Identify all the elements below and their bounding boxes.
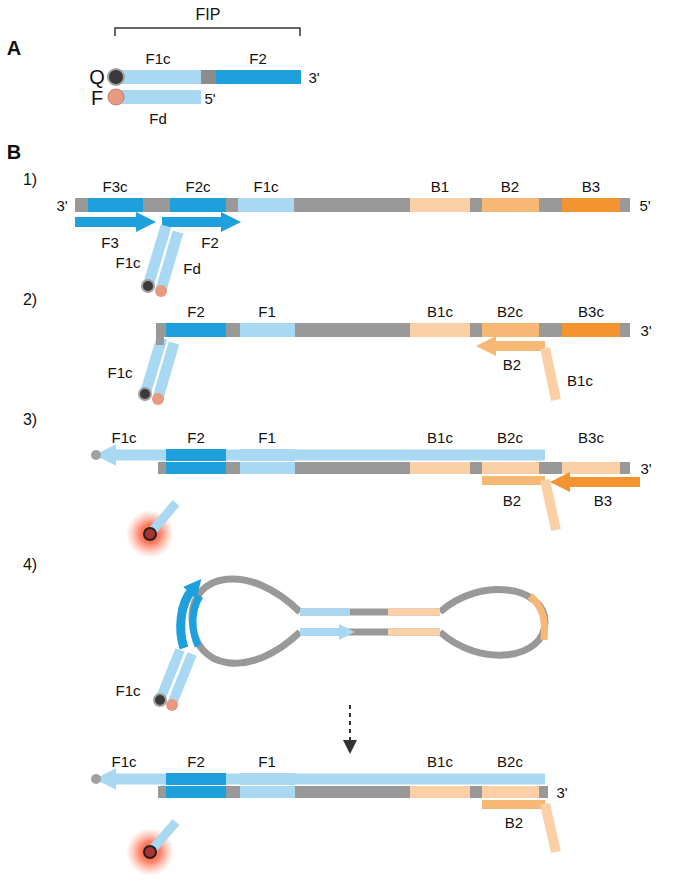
segment-label: B2 — [501, 179, 519, 194]
panel-letter: A — [7, 38, 21, 58]
segment-label: F1c — [111, 430, 136, 445]
segment-label: F1c — [107, 365, 132, 380]
segment-label: 3) — [23, 412, 37, 428]
segment-label: B2c — [497, 754, 523, 769]
segment-label: B2 — [503, 493, 521, 508]
segment-label: F — [91, 88, 103, 108]
step-3 — [91, 449, 640, 558]
step-4-product — [91, 773, 556, 876]
segment-label: 3' — [640, 461, 651, 476]
segment-label: B3c — [578, 430, 604, 445]
segment-label: B2 — [505, 815, 523, 830]
segment-label: B3c — [578, 304, 604, 319]
segment-label: B1c — [427, 430, 453, 445]
segment-label: F1c — [145, 51, 170, 66]
segment-label: B1 — [431, 179, 449, 194]
segment-label: F1c — [253, 179, 278, 194]
segment-label: 2) — [23, 292, 37, 308]
segment-label: 3' — [56, 198, 67, 213]
segment-label: F2 — [201, 235, 219, 250]
segment-label: B2 — [503, 357, 521, 372]
segment-label: Q — [89, 67, 105, 87]
segment-label: F2 — [187, 430, 205, 445]
segment-label: 3' — [640, 323, 651, 338]
segment-label: 5' — [204, 91, 215, 106]
segment-label: F1c — [111, 754, 136, 769]
segment-label: F1c — [115, 683, 140, 698]
segment-label: F1 — [258, 754, 276, 769]
segment-label: F3c — [102, 179, 127, 194]
panel-letter: B — [7, 142, 21, 162]
segment-label: F2 — [249, 51, 267, 66]
segment-label: Fd — [183, 261, 201, 276]
segment-label: F2c — [185, 179, 210, 194]
segment-label: 5' — [639, 198, 650, 213]
segment-label: F3 — [101, 235, 119, 250]
segment-label: F1c — [115, 255, 140, 270]
step-2 — [139, 323, 630, 405]
segment-label: F1 — [258, 304, 276, 319]
segment-label: B1c — [427, 754, 453, 769]
segment-label: 4) — [23, 557, 37, 573]
segment-label: B1c — [567, 373, 593, 388]
segment-label: F1 — [258, 430, 276, 445]
segment-label: B2c — [497, 430, 523, 445]
segment-label: 3' — [308, 70, 319, 85]
segment-label: 3' — [556, 785, 567, 800]
segment-label: F2 — [187, 754, 205, 769]
segment-label: B3 — [582, 179, 600, 194]
segment-label: 1) — [23, 172, 37, 188]
step-1 — [75, 198, 630, 297]
fip-probe — [108, 28, 301, 105]
segment-label: Fd — [149, 111, 167, 126]
step-4-dumbbell — [154, 579, 545, 754]
segment-label: F2 — [187, 304, 205, 319]
segment-label: B3 — [594, 493, 612, 508]
segment-label: B1c — [427, 304, 453, 319]
segment-label: FIP — [196, 7, 221, 23]
segment-label: B2c — [497, 304, 523, 319]
